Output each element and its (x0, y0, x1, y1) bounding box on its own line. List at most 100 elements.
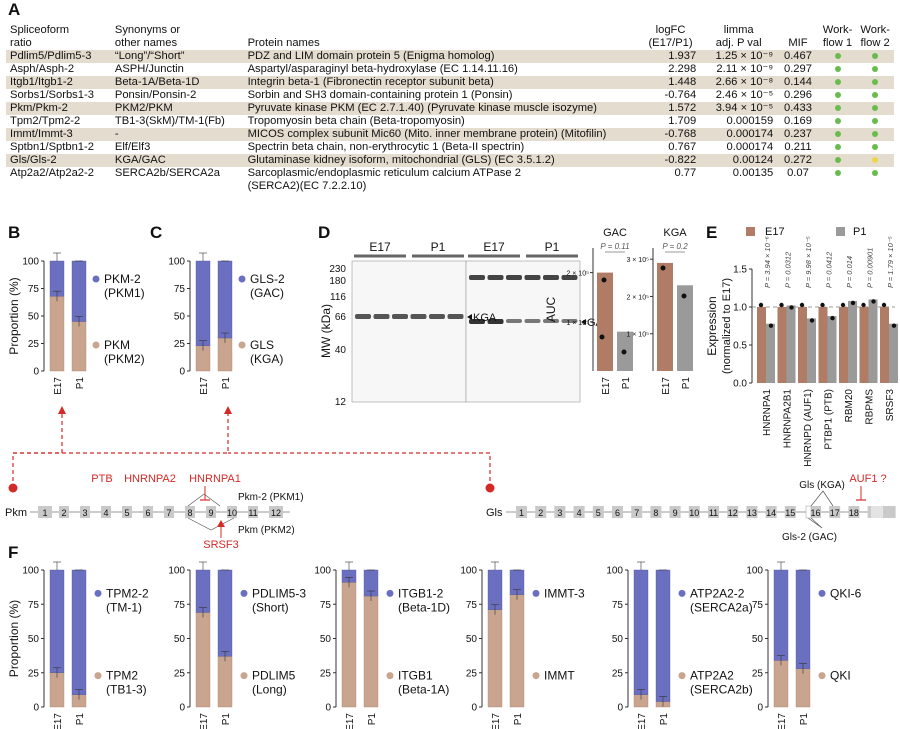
cell-protein: MICOS complex subunit Mic60 (Mito. inner… (243, 128, 641, 141)
activation-arrow-icon (217, 520, 225, 527)
lane-group-label: P1 (431, 240, 446, 254)
panel-label-e: E (706, 223, 718, 242)
legend-label: QKI (830, 669, 851, 683)
legend-dot-top (678, 589, 686, 597)
legend-label: (TM-1) (106, 600, 142, 614)
exon (784, 506, 796, 518)
legend-label: TPM2 (106, 669, 138, 683)
exon-label: 10 (227, 508, 237, 518)
x-tick-label: P1 (367, 713, 378, 726)
y-tick-label: 0 (617, 703, 623, 714)
header-wf1-1: Work- (822, 24, 853, 36)
legend-dot-bottom (678, 672, 686, 680)
mw-label: 230 (329, 264, 346, 275)
lane-group-label: E17 (369, 240, 391, 254)
cell-ratio: Tpm2/Tpm2-2 (10, 115, 81, 127)
y-tick-label: 25 (174, 668, 186, 679)
exon-label: 3 (82, 508, 87, 518)
bar-top (49, 569, 65, 673)
cell-logfc: -0.764 (664, 89, 697, 101)
cell-mif: 0.272 (777, 154, 819, 167)
data-point (809, 318, 815, 323)
data-point (871, 299, 876, 304)
cell-wf2 (856, 63, 894, 76)
cell-protein: PDZ and LIM domain protein 5 (Enigma hom… (243, 50, 641, 63)
bar-top (71, 260, 87, 322)
cell-mif: 0.144 (777, 76, 819, 89)
exon (248, 506, 258, 518)
bar-top (217, 569, 233, 657)
cell-mif: 0.433 (777, 102, 819, 115)
y-tick-label: 0 (325, 703, 331, 714)
exon-label: 2 (538, 508, 543, 518)
legend-label: PKM-2 (104, 272, 141, 286)
legend-dot-bottom (386, 672, 394, 680)
status-dot-icon (872, 157, 879, 163)
data-point (601, 277, 607, 283)
x-tick-label: HNRNPD (AUF1) (803, 389, 814, 467)
connector-arrow-icon (224, 406, 232, 414)
exon (631, 506, 643, 518)
x-tick-label: P1 (221, 377, 232, 390)
upper-band (487, 275, 504, 280)
legend-label: (SERCA2b) (690, 683, 753, 697)
legend-label: ATP2A2-2 (690, 586, 745, 600)
y-tick-label: 75 (28, 600, 40, 611)
kga-band (392, 314, 408, 319)
regulator-label-bottom: SRSF3 (203, 539, 238, 551)
bar-bottom (487, 609, 503, 708)
pval-label: P = 0.2 (662, 242, 688, 251)
exon (746, 506, 758, 518)
exon (573, 506, 585, 518)
gac-band (487, 319, 504, 324)
exon-label: 12 (271, 508, 281, 518)
header-mif: MIF (788, 37, 808, 49)
y-tick-label: 100 (168, 257, 185, 268)
x-tick-label: E17 (53, 713, 64, 729)
cell-wf2 (856, 89, 894, 102)
y-tick-label: 50 (28, 312, 40, 323)
exon-label: 9 (673, 508, 678, 518)
bar-bottom (363, 595, 379, 708)
pval-label: P = 0.0412 (825, 251, 834, 288)
cell-ratio: Gls/Gls-2 (6, 154, 111, 167)
cell-wf2 (856, 102, 894, 115)
exon-label: 6 (615, 508, 620, 518)
x-tick-label: E17 (601, 377, 612, 395)
exon (80, 506, 90, 518)
y-axis-label: Proportion (%) (7, 600, 21, 677)
y-tick-label: 0 (33, 703, 39, 714)
cell-padj: 3.94 × 10⁻⁵ (700, 102, 778, 115)
mw-label: 40 (335, 345, 347, 356)
cell-padj: 2.46 × 10⁻⁵ (715, 89, 774, 101)
pval-label: P = 3.94 × 10⁻⁶ (763, 236, 772, 288)
chart-title: KGA (663, 227, 687, 239)
y-tick-label: 1.0 (733, 303, 747, 314)
cell-synonyms: Ponsin/Ponsin-2 (114, 89, 197, 101)
bar-e17 (818, 307, 828, 383)
legend-label: P1 (853, 226, 866, 238)
exon (516, 506, 527, 518)
status-dot-icon (834, 92, 841, 98)
splice-junction-top (187, 493, 221, 507)
cell-wf2 (856, 141, 894, 154)
y-tick-label: 0.5 (733, 341, 747, 352)
x-tick-label: RBPMS (865, 389, 876, 425)
bar-bottom (509, 594, 525, 708)
cell-wf2 (856, 50, 894, 63)
table-row: Immt/Immt-3-MICOS complex subunit Mic60 … (6, 128, 894, 141)
exon-label: 8 (187, 508, 192, 518)
bar-top (217, 260, 233, 339)
pval-label: P = 1.79 × 10⁻⁵ (886, 236, 895, 288)
cell-padj: 2.66 × 10⁻⁸ (700, 76, 778, 89)
mw-label: 66 (335, 312, 347, 323)
status-dot-icon (872, 79, 879, 85)
exon (612, 506, 623, 518)
y-tick-label: 1 × 10⁵ (626, 332, 649, 339)
exon (143, 506, 153, 518)
bar-top (195, 260, 211, 346)
bar-e17 (880, 307, 889, 383)
gene-name-gls: Gls (486, 507, 503, 519)
